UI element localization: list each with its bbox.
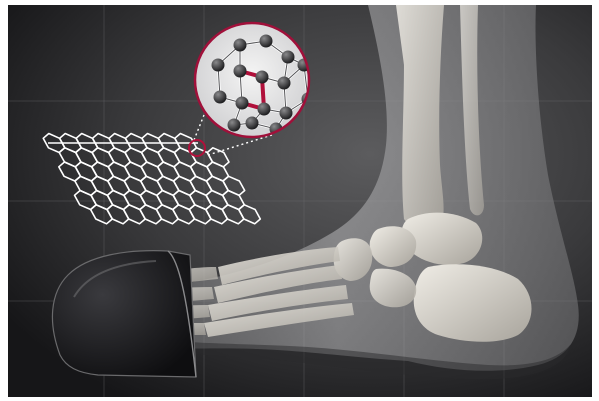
- carbon-atom: [228, 119, 241, 132]
- carbon-atom: [212, 59, 225, 72]
- carbon-atom: [246, 117, 259, 130]
- carbon-atom: [234, 65, 247, 78]
- toe-cap-shell: [52, 251, 196, 377]
- protective-toe-cap: [52, 251, 196, 377]
- illustration: [8, 5, 592, 397]
- carbon-atom: [278, 77, 291, 90]
- carbon-atom: [214, 91, 227, 104]
- carbon-atom: [280, 107, 293, 120]
- carbon-atom: [260, 35, 273, 48]
- tibia-bone: [396, 5, 444, 233]
- carbon-atom: [258, 103, 271, 116]
- illustration-svg: [8, 5, 592, 397]
- carbon-atom: [236, 97, 249, 110]
- carbon-atom: [282, 51, 295, 64]
- carbon-atom: [256, 71, 269, 84]
- carbon-atom: [234, 39, 247, 52]
